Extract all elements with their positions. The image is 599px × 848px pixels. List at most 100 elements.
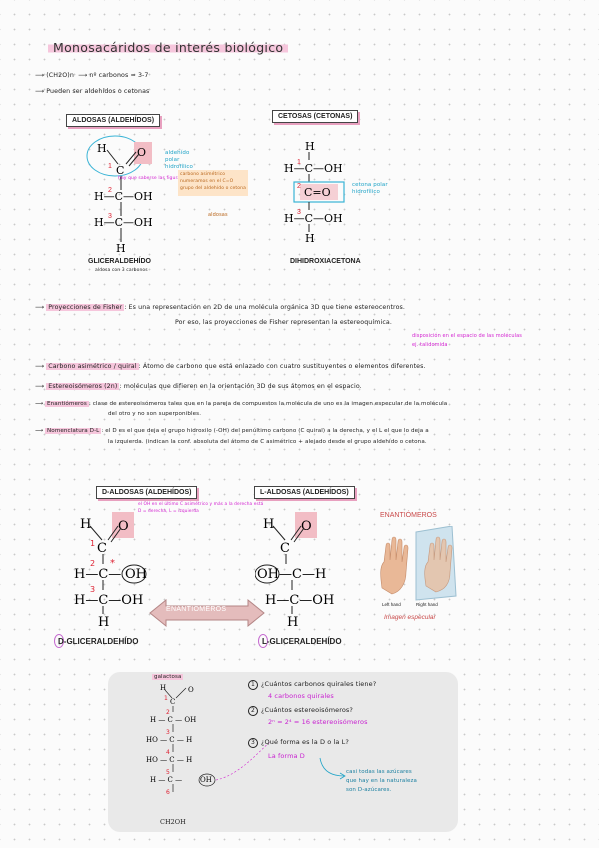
ketose-label: CETOSAS (CETONAS) [272,110,359,123]
svg-text:1: 1 [164,695,168,702]
left-hand-icon [380,536,409,595]
svg-text:H—C—: H—C— [74,567,121,582]
glyceraldehyde-structure: H O C 1 H—C—OH 2 H—C—OH 3 H [86,135,153,255]
svg-text:3: 3 [108,213,112,220]
enantiomer-arrow [149,598,265,628]
arrow-icon: ⟶ [35,88,45,95]
svg-text:H — C — OH: H — C — OH [150,716,196,724]
aldehyde-note-2: hay que saberse las figuras [118,176,183,181]
svg-text:H: H [98,615,109,628]
svg-text:HO — C — H: HO — C — H [146,756,192,764]
ketone-note: cetona polar hidrofílico [352,182,388,195]
arrow-icon: ⟶ [35,363,45,370]
enantiomer-arrow-label: ENANTIÓMEROS [166,606,227,613]
svg-text:5: 5 [166,769,170,776]
svg-text:C: C [280,541,290,556]
carbono-definition: ⟶ Carbono asimétrico / quiral: Átomo de … [35,363,426,370]
estereo-definition: ⟶ Estereoisómeros (2n): moléculas que di… [35,383,362,390]
aldose-label: ALDOSAS (ALDEHÍDOS) [66,114,161,127]
answer-3-note-1: casi todas las azúcares [346,769,412,775]
right-hand-label: Right hand [416,602,438,607]
fisher-note-2: ej. talidomida [412,342,448,348]
dihydroxyacetone-structure: H H—C—OH 1 C=O 2 H—C—OH 3 H [284,140,345,245]
carbono-heading: Carbono asimétrico / quiral [46,363,139,370]
svg-text:3: 3 [297,209,301,216]
svg-text:H: H [80,517,91,532]
right-hand-icon [424,536,453,593]
arrow-icon: ⟶ [78,72,88,79]
d-circle [54,634,64,648]
svg-text:1: 1 [108,163,112,170]
left-hand-label: Left hand [382,602,401,607]
svg-text:4: 4 [166,749,170,756]
svg-text:H: H [160,684,166,692]
ketone-group-box [293,181,345,203]
svg-text:H—C—OH: H—C—OH [265,593,334,608]
svg-text:O: O [301,519,312,534]
question-1-text: ¿Cuántos carbonos quirales tiene? [261,680,377,688]
d-aldose-label: D-ALDOSAS (ALDEHÍDOS) [96,486,198,499]
estereo-heading: Estereoisómeros (2n) [46,383,120,390]
enantiomers-title: ENANTIÓMEROS [380,512,437,519]
svg-text:H: H [305,232,315,245]
d-glyceraldehyde-structure: H O C 1 H—C— 2 * OH H—C—OH 3 H [74,512,147,628]
carbon-count-text: nº carbonos = 3-7 [89,72,149,79]
hands-mirror-illustration [380,526,457,601]
glyceraldehyde-name: GLICERALDEHÍDO [88,258,151,265]
mirror-label: Imagen especular [384,614,436,621]
svg-text:H — C —: H — C — [150,776,182,784]
number-2-icon: 2 [248,706,258,716]
intro-text-2: Pueden ser aldehídos o cetonas [46,88,150,95]
d-note-1: el OH en el último C asimétrico y más a … [138,502,264,507]
enantio-definition: ⟶ Enantiómeros: clase de estereoisómeros… [35,401,447,407]
formula-text: (CH2O)n [46,72,74,79]
enantio-text-1: : clase de estereoisómeros tales que en … [88,401,448,407]
fisher-text-1: : Es una representación en 2D de una mol… [124,304,406,311]
svg-text:6: 6 [166,789,170,796]
svg-text:O: O [137,146,146,159]
galactose-fisher-structure: H O C 1 H — C — OH 2 HO — C — H 3 HO — C… [146,684,270,796]
svg-text:H: H [287,615,298,628]
arrow-icon: ⟶ [35,401,44,407]
intro-line-1: ⟶ (CH2O)n ⟶ nº carbonos = 3-7 [35,72,149,79]
l-glyceraldehyde-name: L-GLICERALDEHÍDO [262,637,342,646]
svg-text:H—C—OH: H—C—OH [74,593,143,608]
svg-text:H—C—OH: H—C—OH [284,162,343,175]
svg-text:H—C—OH: H—C—OH [284,212,343,225]
enantio-text-2: del otro y no son superponibles. [108,411,202,417]
d-glyceraldehyde-name: D-GLICERALDEHÍDO [58,637,139,646]
oxygen-highlight [134,142,152,164]
fisher-heading: Proyecciones de Fisher [46,304,125,311]
enantio-heading: Enantiómeros [45,401,89,407]
answer-3-note-2: que hay en la naturaleza [346,778,417,784]
dihydroxyacetone-name: DIHIDROXIACETONA [290,258,361,265]
orange-note-3: grupo del aldehído o cetona [180,186,246,191]
svg-text:3: 3 [90,585,95,594]
fisher-text-2: Por eso, las proyecciones de Fisher repr… [175,319,392,326]
aldehyde-note: aldehído polar hidrofílico [165,150,194,170]
l-glyceraldehyde-structure: H O C OH—C—H H—C—OH H [255,512,334,628]
arrow-icon: ⟶ [35,383,45,390]
question-3-text: ¿Qué forma es la D o la L? [261,738,349,746]
fisher-definition: ⟶ Proyecciones de Fisher: Es una represe… [35,304,405,311]
svg-text:1: 1 [90,539,95,548]
svg-text:C: C [116,164,124,177]
svg-text:C=O: C=O [304,186,331,199]
svg-text:OH—C—H: OH—C—H [257,567,326,582]
svg-text:2: 2 [90,559,95,568]
svg-text:OH: OH [125,567,147,582]
answer-3: La forma D [268,752,305,760]
nomen-text-1: : el D es el que deja el grupo hidroxilo… [101,428,429,434]
orange-note-1: carbono asimétrico [180,172,226,177]
orange-note-box: carbono asimétrico numeramos en el C=O g… [178,170,248,196]
exercise-card [108,672,458,832]
nomenclature-definition: ⟶ Nomenclatura D-L: el D es el que deja … [35,428,429,434]
svg-text:HO — C — H: HO — C — H [146,736,192,744]
intro-line-2: ⟶ Pueden ser aldehídos o cetonas [35,88,149,95]
l-circle [258,634,268,648]
svg-text:H: H [97,142,107,155]
orange-note-2: numeramos en el C=O [180,179,234,184]
svg-text:2: 2 [108,187,112,194]
estereo-text: : moléculas que difieren en la orientaci… [119,383,362,390]
d-note-2: D = derecha, L = izquierda [138,509,199,514]
